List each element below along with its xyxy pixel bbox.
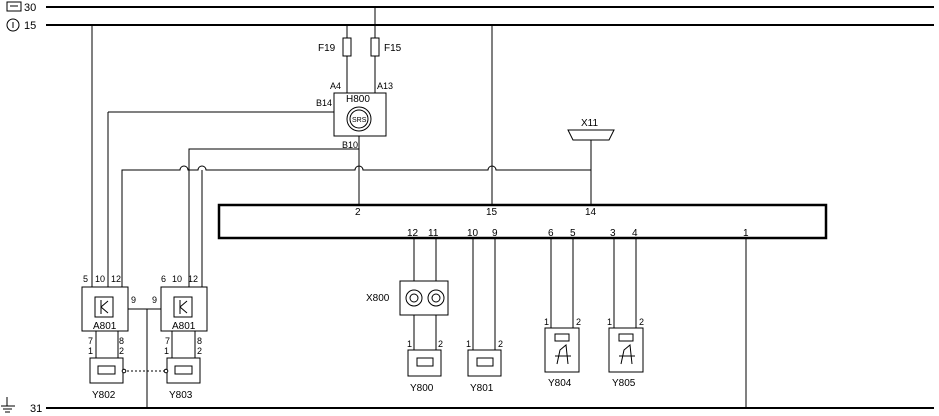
pin-label: 1: [607, 317, 612, 327]
pin-label: 5: [83, 274, 88, 284]
cu-pin-2: 2: [355, 207, 361, 218]
pin-label: 2: [438, 339, 443, 349]
igniter-y800: 1 2 Y800: [407, 339, 443, 394]
pin-label: 1: [88, 346, 93, 356]
fuse-f19-label: F19: [318, 43, 336, 54]
cu-pin-12: 12: [407, 228, 419, 239]
pin-label: 9: [131, 295, 136, 305]
clockspring-coil-icon: [427, 289, 445, 307]
pin-label: 1: [407, 339, 412, 349]
cu-pin-6: 6: [548, 228, 554, 239]
y802-label: Y802: [92, 390, 116, 401]
igniter-y803: 1 2 Y803: [164, 346, 202, 401]
pin-label: 7: [88, 336, 93, 346]
rail-15-label: 15: [24, 20, 36, 32]
igniter-y802: 1 2 Y802: [88, 346, 124, 401]
y803-label: Y803: [169, 390, 193, 401]
pin-label: 2: [197, 346, 202, 356]
rail-31: 31: [1, 397, 934, 415]
a801-left: 5 10 12 A801 9 7 8: [81, 274, 136, 362]
a801-right: 6 10 12 A801 9 7 8: [152, 274, 208, 362]
cu-pin-14: 14: [585, 207, 597, 218]
resistor-icon: [97, 365, 116, 375]
pretensioner-y804: 1 2 Y804: [544, 238, 581, 389]
diagnostic-connector-icon: [567, 129, 615, 141]
cu-pin-4: 4: [632, 228, 638, 239]
transistor-icon: [94, 296, 114, 318]
pin-b10: B10: [342, 140, 358, 150]
seat-belt-icon: [555, 344, 571, 365]
srs-module-h800: A4 A13 H800 SRS B14 B10: [316, 81, 393, 150]
cu-pin-15: 15: [486, 207, 498, 218]
fuse-f15: F15: [370, 7, 402, 93]
pin-label: 6: [161, 274, 166, 284]
pin-label: 1: [466, 339, 471, 349]
pin-label: 10: [172, 274, 182, 284]
connector-x11: X11: [567, 118, 615, 205]
pin-label: 9: [152, 295, 157, 305]
resistor-icon: [476, 357, 494, 367]
clockspring-coil-icon: [405, 289, 423, 307]
rail-30: 30: [6, 1, 934, 14]
igniter-y801: 1 2 Y801: [466, 238, 503, 394]
pin-a13: A13: [377, 81, 393, 91]
pin-label: 12: [111, 274, 121, 284]
y800-label: Y800: [410, 383, 434, 394]
y804-label: Y804: [548, 378, 572, 389]
cu-pin-10: 10: [467, 228, 479, 239]
srs-icon-text: SRS: [352, 117, 367, 124]
pin-label: 1: [544, 317, 549, 327]
cu-pin-1: 1: [743, 228, 749, 239]
pretensioner-y805: 1 2 Y805: [607, 238, 644, 389]
y801-label: Y801: [470, 383, 494, 394]
pin-label: 7: [165, 336, 170, 346]
cu-pin-11: 11: [428, 228, 439, 239]
battery-icon: [6, 1, 22, 12]
resistor-icon: [174, 365, 193, 375]
clockspring-x800: X800: [366, 238, 449, 352]
pin-label: 12: [188, 274, 198, 284]
pin-label: 8: [119, 336, 124, 346]
cu-pin-5: 5: [570, 228, 576, 239]
pin-label: 2: [498, 339, 503, 349]
cu-pin-3: 3: [610, 228, 616, 239]
pin-label: 2: [639, 317, 644, 327]
rail-31-label: 31: [30, 403, 42, 415]
pin-label: 2: [576, 317, 581, 327]
srs-icon: [346, 106, 372, 132]
pin-b14: B14: [316, 98, 332, 108]
pin-label: 1: [164, 346, 169, 356]
rail-15: 15: [6, 18, 934, 32]
pin-label: 2: [119, 346, 124, 356]
seat-belt-icon: [619, 344, 635, 365]
fuse-f19: F19: [318, 25, 352, 93]
y805-label: Y805: [612, 378, 636, 389]
ignition-key-icon: [6, 18, 20, 32]
pin-a4: A4: [330, 81, 341, 91]
rail-30-label: 30: [24, 2, 36, 14]
x11-label: X11: [581, 118, 598, 129]
resistor-icon: [416, 357, 434, 367]
pin-label: 10: [95, 274, 105, 284]
resistor-icon: [554, 333, 570, 342]
a801-left-label: A801: [93, 321, 117, 332]
cu-pin-9: 9: [492, 228, 498, 239]
transistor-icon: [173, 296, 193, 318]
a801-right-label: A801: [172, 321, 196, 332]
x800-label: X800: [366, 293, 390, 304]
resistor-icon: [618, 333, 634, 342]
fuse-f15-label: F15: [384, 43, 402, 54]
pin-label: 8: [197, 336, 202, 346]
control-unit: 2 15 14 12 11 10 9 6 5 3 4 1: [217, 203, 828, 240]
h800-label: H800: [346, 94, 370, 105]
